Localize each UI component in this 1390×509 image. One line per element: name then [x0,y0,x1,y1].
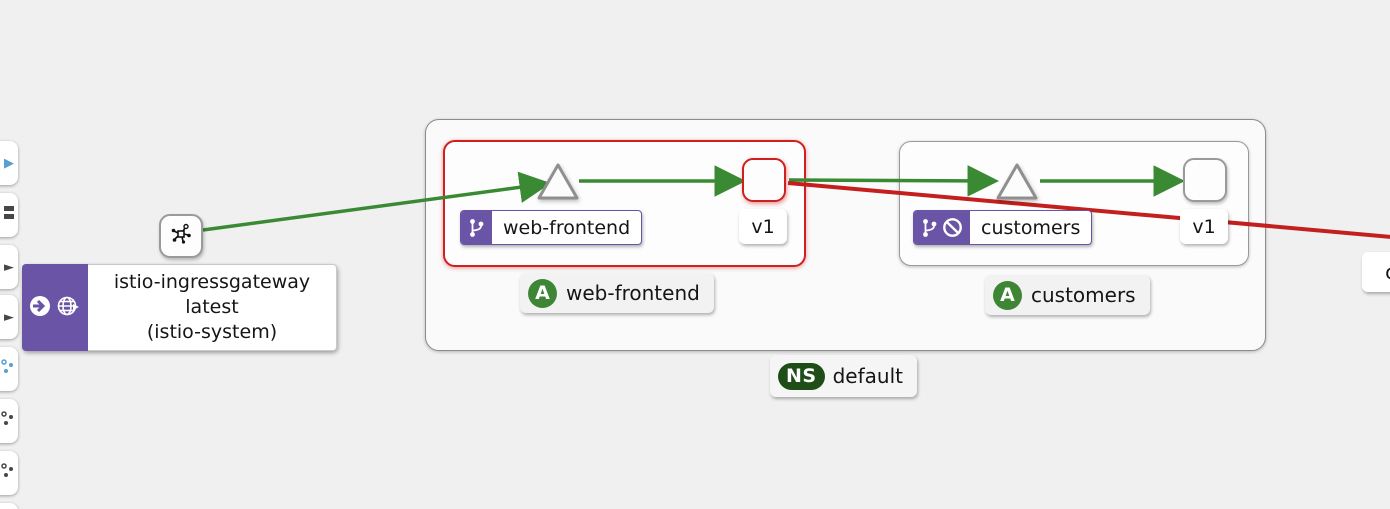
label-offscreen-node[interactable]: cu [1362,252,1390,292]
label-version-customers-v1[interactable]: v1 [1180,209,1228,244]
toolbar-forward-button-2[interactable]: ► [0,295,18,339]
service-label-text: web-frontend [503,216,631,239]
virtual-service-disabled-badges [914,211,970,244]
scatter-dots-icon [0,463,14,483]
code-branch-icon [923,218,937,237]
label-service-web-frontend[interactable]: web-frontend [460,210,643,245]
label-app-web-frontend[interactable]: A web-frontend [520,273,714,313]
label-istio-ingressgateway-text: istio-ingressgateway latest (istio-syste… [88,264,337,351]
toolbar-graph-type-button-4[interactable] [0,503,18,509]
toolbar-swap-button[interactable] [0,193,18,237]
node-istio-ingressgateway[interactable] [159,214,203,258]
label-version-web-frontend-v1[interactable]: v1 [739,209,787,244]
app-label-text: web-frontend [566,281,700,305]
code-branch-icon [470,218,484,237]
toolbar-graph-type-button-3[interactable] [0,451,18,495]
node-workload-customers-v1[interactable] [1183,158,1227,202]
traffic-source-icon [29,295,51,321]
toolbar-forward-button[interactable]: ► [0,245,18,289]
app-badge-icon: A [528,278,557,308]
node-service-customers[interactable] [994,161,1040,207]
play-icon: ▶ [4,155,14,171]
app-badge-icon: A [993,280,1022,310]
namespace-badge-icon: NS [778,362,825,390]
namespace-label-text: default [832,364,903,388]
swap-arrows-icon [0,205,14,225]
mesh-hub-icon [169,222,193,250]
toolbar-graph-type-button[interactable] [0,347,18,391]
label-service-customers[interactable]: customers [913,210,1093,245]
label-app-customers[interactable]: A customers [985,275,1150,315]
gateway-icon [56,294,82,322]
arrow-right-icon: ► [4,259,14,275]
workload-namespace: (istio-system) [146,321,278,343]
ban-icon [943,218,962,237]
workload-name: istio-ingressgateway [113,271,311,293]
label-istio-ingressgateway[interactable]: istio-ingressgateway latest (istio-syste… [22,264,337,351]
toolbar-graph-type-button-2[interactable] [0,399,18,443]
label-namespace-default[interactable]: NS default [770,355,917,397]
virtual-service-badge [461,211,492,244]
service-label-text: customers [981,216,1081,239]
node-service-web-frontend[interactable] [535,161,581,207]
app-label-text: customers [1031,283,1136,307]
scatter-dots-blue-icon [0,359,14,379]
workload-version: latest [185,296,239,318]
node-workload-web-frontend-v1[interactable] [742,158,786,202]
gateway-badges [22,264,88,351]
scatter-dots-icon [0,411,14,431]
toolbar-play-button[interactable]: ▶ [0,141,18,185]
arrow-right-icon: ► [4,309,14,325]
